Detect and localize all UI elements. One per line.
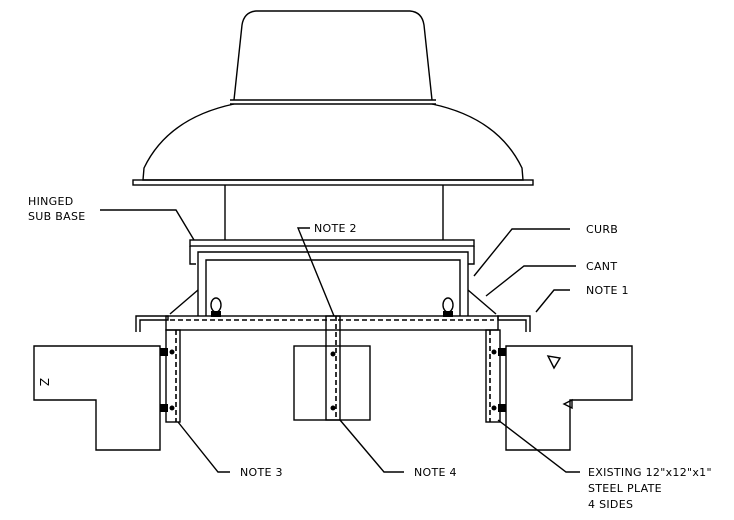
leader-existing-plate (497, 419, 580, 473)
leader-curb (473, 228, 570, 277)
leader-note3 (177, 421, 230, 473)
lifting-lug-right (442, 297, 454, 317)
label-note3: NOTE 3 (240, 466, 283, 479)
curb (197, 251, 469, 316)
fan-shroud-rim (132, 179, 534, 186)
lifting-lug-left (210, 297, 222, 317)
cant-right (467, 289, 497, 315)
existing-structure-right (505, 345, 633, 451)
leader-note4 (339, 419, 404, 473)
roof-deck-beam (165, 315, 499, 331)
fan-shroud (142, 103, 524, 181)
leader-cant (485, 265, 576, 297)
roof-flashing-right (497, 315, 531, 332)
existing-structure-left (33, 345, 161, 451)
label-existing-line2: STEEL PLATE (588, 482, 662, 495)
roof-flashing-left (135, 315, 169, 332)
label-hinged-line1: HINGED (28, 195, 74, 208)
steel-plate-right (485, 329, 501, 423)
svg-text:Z: Z (37, 378, 51, 387)
label-note2: NOTE 2 (314, 222, 357, 235)
label-existing-line3: 4 SIDES (588, 498, 633, 511)
label-cant: CANT (586, 260, 617, 273)
fan-hood-top (233, 10, 433, 101)
cant-left (169, 289, 199, 315)
leader-hinged-sub-base (100, 209, 195, 241)
hinged-sub-base (189, 239, 475, 247)
center-hanger (325, 315, 341, 421)
label-curb: CURB (586, 223, 618, 236)
existing-structure-mark (546, 355, 562, 370)
label-hinged-line2: SUB BASE (28, 210, 85, 223)
leader-note1 (535, 289, 570, 313)
label-note4: NOTE 4 (414, 466, 457, 479)
steel-plate-left (165, 329, 181, 423)
label-existing-line1: EXISTING 12"x12"x1" (588, 466, 712, 479)
label-note1: NOTE 1 (586, 284, 629, 297)
leader-note2 (296, 227, 335, 317)
